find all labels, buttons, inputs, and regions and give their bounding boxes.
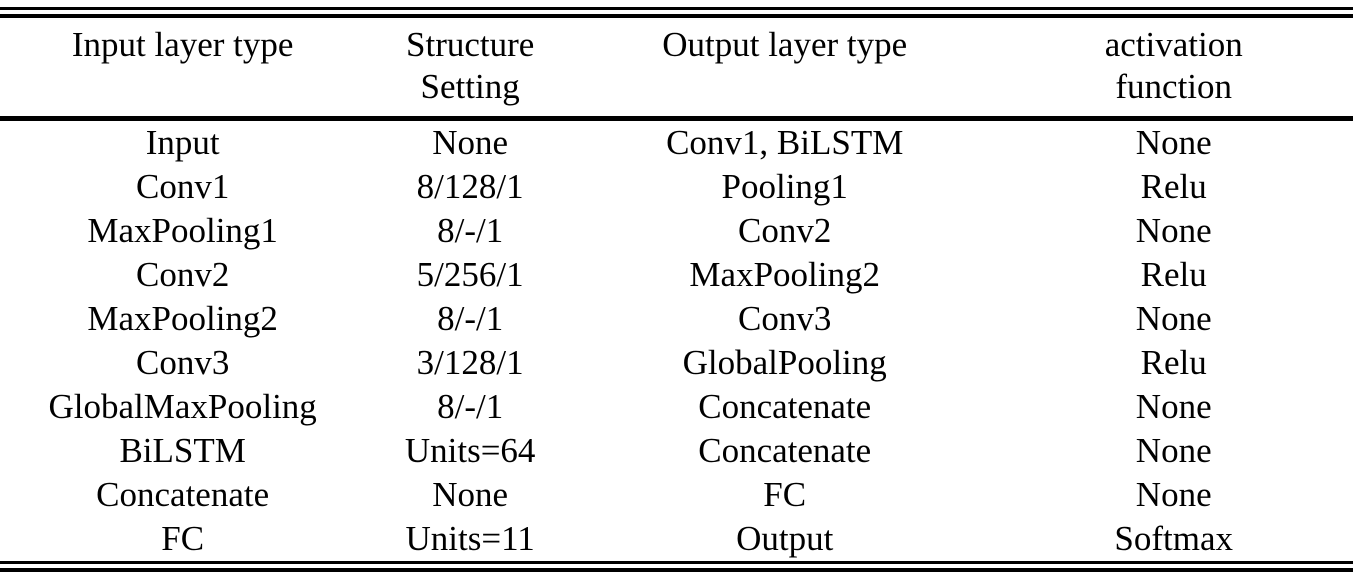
table-cell: Concatenate (698, 387, 872, 426)
layer-structure-table: Input layer type Structure Setting Outpu… (0, 18, 1353, 561)
table-cell: 5/256/1 (416, 255, 524, 294)
table-cell: Units=64 (404, 431, 536, 470)
table-cell: MaxPooling2 (87, 299, 278, 338)
table-cell: None (1135, 299, 1212, 338)
table-cell: GlobalMaxPooling (48, 387, 317, 426)
table-cell: Input (145, 123, 220, 162)
table-cell: Conv2 (135, 255, 230, 294)
table-cell: Concatenate (698, 431, 872, 470)
table-cell: Softmax (1114, 519, 1234, 558)
table-cell: None (432, 475, 509, 514)
table-cell: FC (161, 519, 205, 558)
table-row: Conv2 5/256/1 MaxPooling2 Relu (0, 253, 1353, 297)
table-cell: MaxPooling2 (689, 255, 880, 294)
col-header-structure-setting: Structure Setting (365, 18, 575, 121)
table-row: MaxPooling1 8/-/1 Conv2 None (0, 209, 1353, 253)
table-row: Concatenate None FC None (0, 473, 1353, 517)
table-cell: Conv1 (135, 167, 230, 206)
table-cell: 8/128/1 (416, 167, 524, 206)
table-cell: BiLSTM (119, 431, 246, 470)
table-cell: Relu (1140, 167, 1207, 206)
table-cell: Units=11 (405, 519, 535, 558)
table-cell: Output (736, 519, 834, 558)
table-cell: 8/-/1 (437, 299, 504, 338)
table-cell: Conv3 (135, 343, 230, 382)
table-cell: None (1135, 387, 1212, 426)
table-cell: FC (763, 475, 807, 514)
table-cell: Relu (1140, 343, 1207, 382)
table-cell: None (432, 123, 509, 162)
table-bottom-rule (0, 561, 1353, 572)
table-row: Input None Conv1, BiLSTM None (0, 119, 1353, 166)
table-cell: 8/-/1 (437, 387, 504, 426)
table-row: Conv1 8/128/1 Pooling1 Relu (0, 165, 1353, 209)
table-cell: None (1135, 475, 1212, 514)
table-row: FC Units=11 Output Softmax (0, 517, 1353, 561)
col-header-output-layer-type: Output layer type (575, 18, 995, 121)
table-cell: GlobalPooling (682, 343, 887, 382)
table-cell: Conv2 (738, 211, 832, 250)
table-header-row: Input layer type Structure Setting Outpu… (0, 18, 1353, 121)
table-cell: None (1135, 123, 1212, 162)
table-cell: Relu (1140, 255, 1207, 294)
table-row: Conv3 3/128/1 GlobalPooling Relu (0, 341, 1353, 385)
table-cell: MaxPooling1 (87, 211, 278, 250)
col-header-input-layer-type: Input layer type (0, 18, 366, 121)
table-row: BiLSTM Units=64 Concatenate None (0, 429, 1353, 473)
table-cell: 8/-/1 (437, 211, 504, 250)
table-cell: Conv1, BiLSTM (666, 123, 904, 162)
table-cell: Pooling1 (721, 167, 848, 206)
table-cell: None (1135, 211, 1212, 250)
col-header-activation-function: activation function (994, 18, 1353, 121)
table-cell: Conv3 (738, 299, 832, 338)
table-cell: 3/128/1 (416, 343, 524, 382)
table-row: MaxPooling2 8/-/1 Conv3 None (0, 297, 1353, 341)
table-cell: None (1135, 431, 1212, 470)
table-top-rule (0, 7, 1353, 18)
table-row: GlobalMaxPooling 8/-/1 Concatenate None (0, 385, 1353, 429)
table-cell: Concatenate (96, 475, 270, 514)
